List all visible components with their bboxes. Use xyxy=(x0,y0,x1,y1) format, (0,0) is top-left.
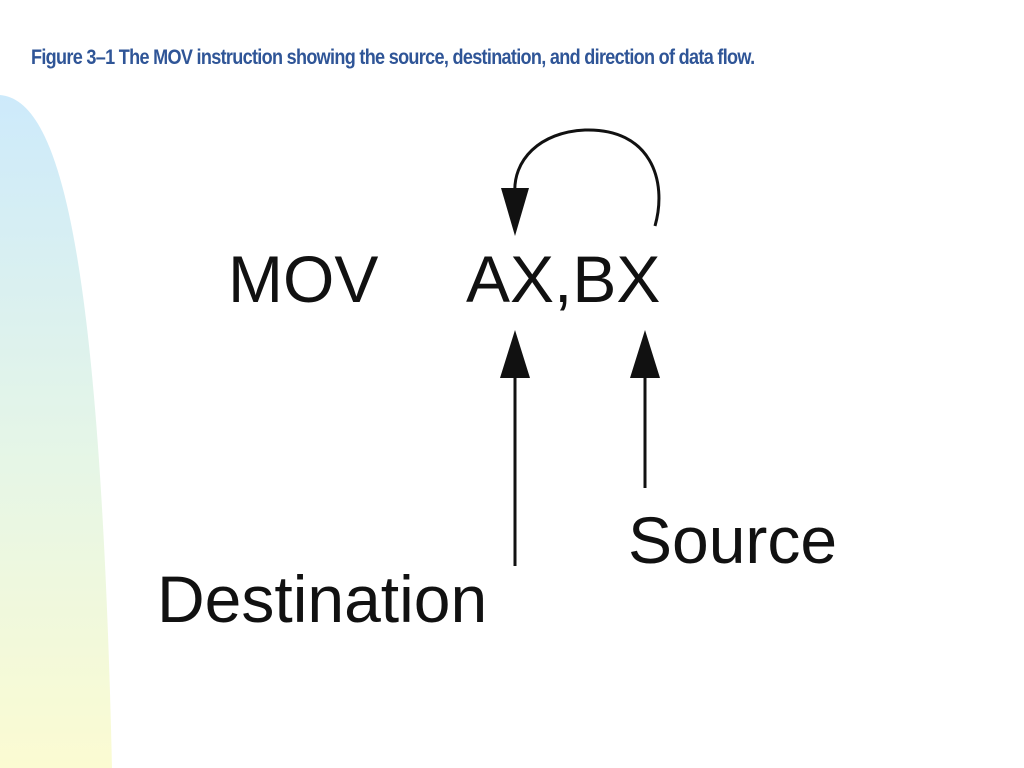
opcode-label: MOV xyxy=(228,242,378,316)
operands-label: AX,BX xyxy=(466,242,660,316)
data-flow-arrow xyxy=(501,128,661,236)
source-pointer-arrow xyxy=(630,330,660,488)
destination-label: Destination xyxy=(157,562,487,636)
source-label: Source xyxy=(628,503,837,577)
destination-pointer-arrow xyxy=(500,330,530,566)
figure-caption: Figure 3–1 The MOV instruction showing t… xyxy=(31,46,755,69)
